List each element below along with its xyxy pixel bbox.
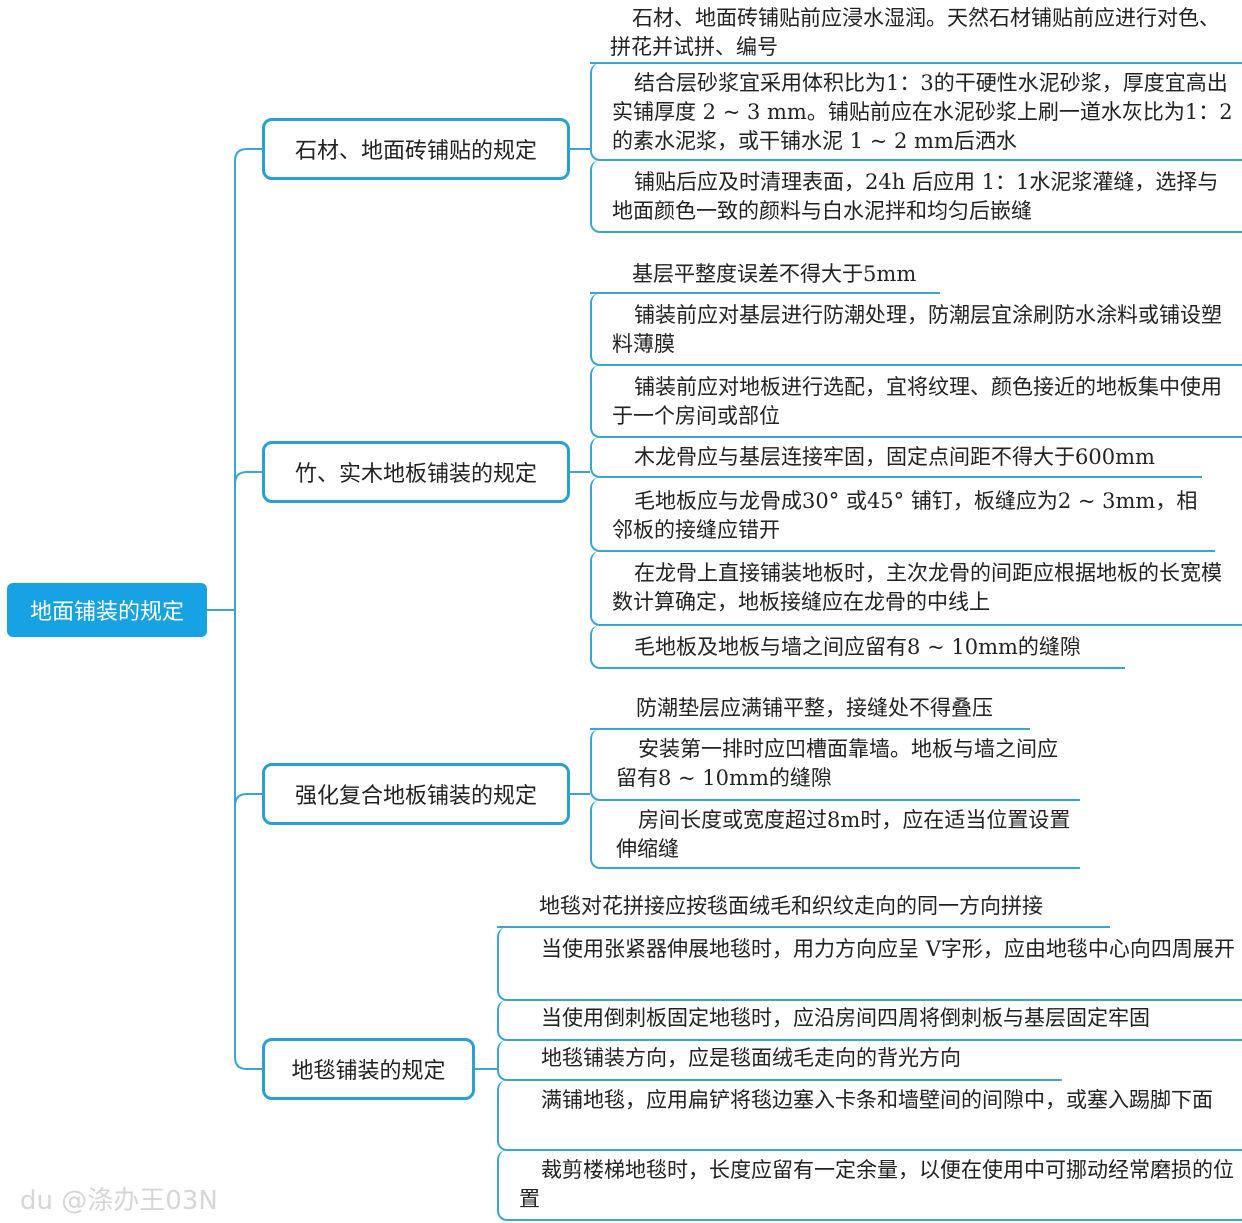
leaf-item: 铺贴后应及时清理表面，24h 后应用 1：1水泥浆灌缝，选择与地面颜色一致的颜料…: [590, 160, 1242, 233]
leaf-item: 地毯对花拼接应按毯面绒毛和织纹走向的同一方向拼接: [497, 890, 1110, 928]
trunk-branch-3: [234, 793, 262, 807]
leaf-item: 房间长度或宽度超过8m时，应在适当位置设置伸缩缝: [590, 800, 1080, 869]
leaf-item: 防潮垫层应满铺平整，接缝处不得叠压: [590, 692, 1030, 730]
branch-wood-floor[interactable]: 竹、实木地板铺装的规定: [262, 441, 570, 503]
trunk-branch-2: [234, 471, 262, 485]
leaf-item: 当使用张紧器伸展地毯时，用力方向应呈 V字形，应由地毯中心向四周展开: [497, 927, 1242, 1001]
leaf-item: 基层平整度误差不得大于5mm: [590, 258, 940, 294]
leaf-item: 木龙骨应与基层连接牢固，固定点间距不得大于600mm: [590, 437, 1202, 478]
leaf-item: 裁剪楼梯地毯时，长度应留有一定余量，以便在使用中可挪动经常磨损的位置: [497, 1150, 1242, 1221]
leaf-item: 在龙骨上直接铺装地板时，主次龙骨的间距应根据地板的长宽模数计算确定，地板接缝应在…: [590, 551, 1242, 626]
watermark: du @涤办王03N: [20, 1186, 218, 1216]
leaf-item: 毛地板及地板与墙之间应留有8 ~ 10mm的缝隙: [590, 625, 1125, 669]
leaf-item: 结合层砂浆宜采用体积比为1：3的干硬性水泥砂浆，厚度宜高出实铺厚度 2 ~ 3 …: [590, 63, 1242, 161]
leaf-item: 当使用倒刺板固定地毯时，应沿房间四周将倒刺板与基层固定牢固: [497, 1000, 1242, 1041]
trunk-line: [234, 148, 262, 1070]
leaf-item: 安装第一排时应凹槽面靠墙。地板与墙之间应留有8 ~ 10mm的缝隙: [590, 729, 1080, 801]
leaf-item: 地毯铺装方向，应是毯面绒毛走向的背光方向: [497, 1040, 1062, 1081]
leaf-item: 石材、地面砖铺贴前应浸水湿润。天然石材铺贴前应进行对色、拼花并试拼、编号: [590, 2, 1242, 64]
branch-laminate-floor[interactable]: 强化复合地板铺装的规定: [262, 763, 570, 825]
leaf-item: 铺装前应对地板进行选配，宜将纹理、颜色接近的地板集中使用于一个房间或部位: [590, 365, 1242, 438]
leaf-item: 毛地板应与龙骨成30° 或45° 铺钉，板缝应为2 ~ 3mm，相邻板的接缝应错…: [590, 477, 1215, 552]
branch-stone-tile[interactable]: 石材、地面砖铺贴的规定: [262, 118, 570, 180]
leaf-item: 满铺地毯，应用扁铲将毯边塞入卡条和墙壁间的间隙中，或塞入踢脚下面: [497, 1080, 1242, 1151]
branch-carpet[interactable]: 地毯铺装的规定: [262, 1038, 475, 1100]
leaf-item: 铺装前应对基层进行防潮处理，防潮层宜涂刷防水涂料或铺设塑料薄膜: [590, 293, 1242, 366]
root-node[interactable]: 地面铺装的规定: [7, 583, 207, 637]
